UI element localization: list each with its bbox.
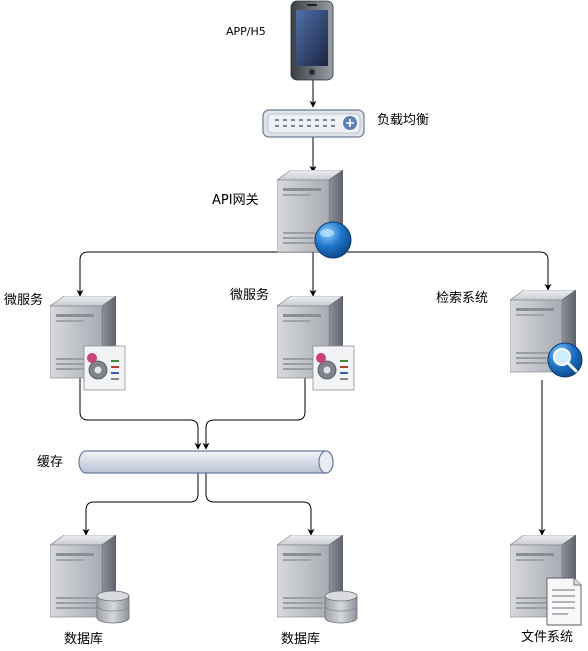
- load-balancer-icon: [262, 109, 365, 138]
- edge-gateway-to-microservice-1: [76, 251, 313, 297]
- microservice-2-label: 微服务: [230, 288, 270, 303]
- microservice-1-server-icon: [50, 296, 126, 391]
- database-1-server-icon: [50, 535, 130, 624]
- cache-pipe-icon: [78, 450, 334, 474]
- load-balancer-label: 负载均衡: [377, 113, 430, 128]
- api-gateway-server-icon: [277, 170, 352, 259]
- database-2-label: 数据库: [281, 632, 321, 647]
- edge-microservice-2-to-cache: [202, 378, 306, 450]
- api-gateway-label: API网关: [212, 193, 259, 208]
- phone-icon: [290, 0, 334, 81]
- edge-cache-to-database-1: [82, 472, 199, 536]
- microservice-2-server-icon: [277, 296, 355, 391]
- database-1-label: 数据库: [64, 632, 104, 647]
- edge-microservice-1-to-cache: [79, 378, 202, 450]
- edges: [76, 80, 552, 536]
- search-system-server-icon: [510, 290, 583, 378]
- edge-cache-to-database-2: [205, 472, 315, 536]
- file-system-server-icon: [510, 535, 582, 626]
- database-2-server-icon: [277, 535, 358, 624]
- edge-gateway-to-search-system: [313, 251, 552, 291]
- client-label: APP/H5: [226, 25, 266, 38]
- file-system-label: 文件系统: [521, 630, 574, 645]
- cache-label: 缓存: [37, 455, 64, 470]
- microservice-1-label: 微服务: [4, 293, 44, 308]
- search-system-label: 检索系统: [436, 291, 489, 306]
